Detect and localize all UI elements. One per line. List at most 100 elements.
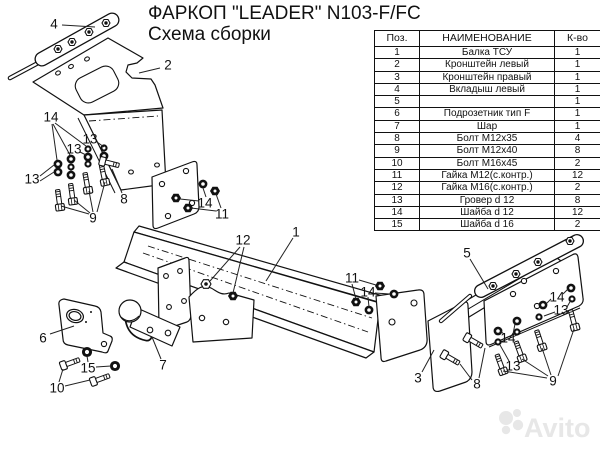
leader-line [190, 207, 217, 212]
beam-right-plate [483, 253, 584, 348]
part-number-label: 10 [49, 381, 64, 396]
table-cell: 5 [374, 95, 420, 109]
leader-line [96, 181, 106, 213]
leader-line [358, 279, 377, 286]
part-labels: 4214131313891411121111451413141398367101… [24, 17, 575, 396]
part-number-label: 5 [463, 246, 471, 261]
part-number-label: 6 [39, 331, 47, 346]
table-cell: 4 [554, 132, 600, 146]
header-position: Поз. [374, 30, 420, 47]
leader-line [499, 344, 510, 362]
table-cell: 1 [554, 70, 600, 84]
part-right-insert [474, 234, 584, 298]
header-name: НАИМЕНОВАНИЕ [419, 30, 555, 47]
table-cell: 1 [554, 95, 600, 109]
part-number-label: 13 [505, 359, 520, 374]
table-cell: 1 [554, 58, 600, 72]
leader-line [138, 67, 161, 74]
beam-left-plate [151, 160, 220, 230]
table-cell: Гровер d 12 [419, 193, 555, 207]
part-number-label: 8 [473, 377, 481, 392]
title-line-2: Схема сборки [148, 24, 271, 45]
table-cell [419, 95, 555, 109]
leader-line [469, 258, 489, 290]
leader-line [51, 123, 58, 161]
part-number-label: 14 [360, 285, 376, 300]
table-cell: Кронштейн левый [419, 58, 555, 72]
table-cell: 14 [374, 205, 420, 220]
watermark-logo-circle [501, 425, 511, 435]
table-cell: 13 [374, 193, 420, 207]
leader-line [88, 190, 94, 213]
part-number-label: 11 [215, 207, 229, 222]
leader-line [39, 171, 55, 182]
table-cell: 2 [554, 218, 600, 232]
part-number-label: 13 [82, 132, 97, 147]
part-number-label: 7 [159, 358, 167, 373]
table-cell: Гайка М16(с.контр.) [419, 181, 555, 195]
drawing-title: ФАРКОП "LEADER" N103-F/FC Схема сборки [148, 3, 421, 45]
part-number-label: 1 [292, 225, 300, 240]
part-number-label: 12 [235, 233, 250, 248]
leader-line [374, 292, 391, 295]
part-number-label: 14 [43, 110, 59, 125]
table-cell: Балка ТСУ [419, 45, 555, 60]
table-header-row: Поз. НАИМЕНОВАНИЕ К-во [374, 30, 600, 47]
leader-line [209, 246, 241, 282]
beam-lower-plates [157, 256, 255, 343]
part-number-label: 14 [197, 196, 213, 211]
beam-end-flange [375, 289, 428, 363]
leader-line [421, 349, 435, 373]
leader-line [39, 164, 55, 177]
watermark-text: Avito [524, 413, 591, 443]
table-cell: 8 [374, 132, 420, 146]
leader-line [232, 246, 245, 294]
leader-line [151, 336, 162, 360]
table-cell: Вкладыш левый [419, 82, 555, 97]
leader-line [541, 347, 552, 376]
table-cell: 1 [554, 107, 600, 121]
part-number-label: 13 [24, 172, 39, 187]
leader-line [54, 122, 87, 147]
part-number-label: 3 [414, 371, 422, 386]
table-cell: Шайба d 16 [419, 218, 555, 232]
watermark-logo-circle [499, 411, 513, 425]
part-number-label: 11 [345, 271, 359, 286]
leader-line [566, 299, 572, 308]
leader-line [512, 323, 516, 335]
table-cell: 10 [374, 156, 420, 170]
table-cell: 15 [374, 218, 420, 232]
leader-line [351, 283, 357, 300]
leader-line [546, 298, 552, 304]
part-left-bracket [32, 37, 167, 194]
table-cell: Болт М12х35 [419, 132, 555, 146]
table-cell: 2 [374, 58, 420, 72]
leader-line [459, 363, 473, 381]
table-cell: 1 [554, 45, 600, 60]
leader-line [58, 368, 64, 383]
leader-line [215, 193, 222, 209]
leader-line [95, 365, 112, 368]
table-cell: Гайка М12(с.контр.) [419, 168, 555, 183]
part-number-label: 9 [89, 211, 97, 226]
avito-watermark: Avito [499, 409, 591, 443]
table-cell: 12 [554, 168, 600, 183]
watermark-logo-circle [513, 409, 521, 417]
leader-line [502, 370, 548, 379]
part-number-label: 13 [553, 303, 568, 318]
leader-line [86, 355, 89, 363]
